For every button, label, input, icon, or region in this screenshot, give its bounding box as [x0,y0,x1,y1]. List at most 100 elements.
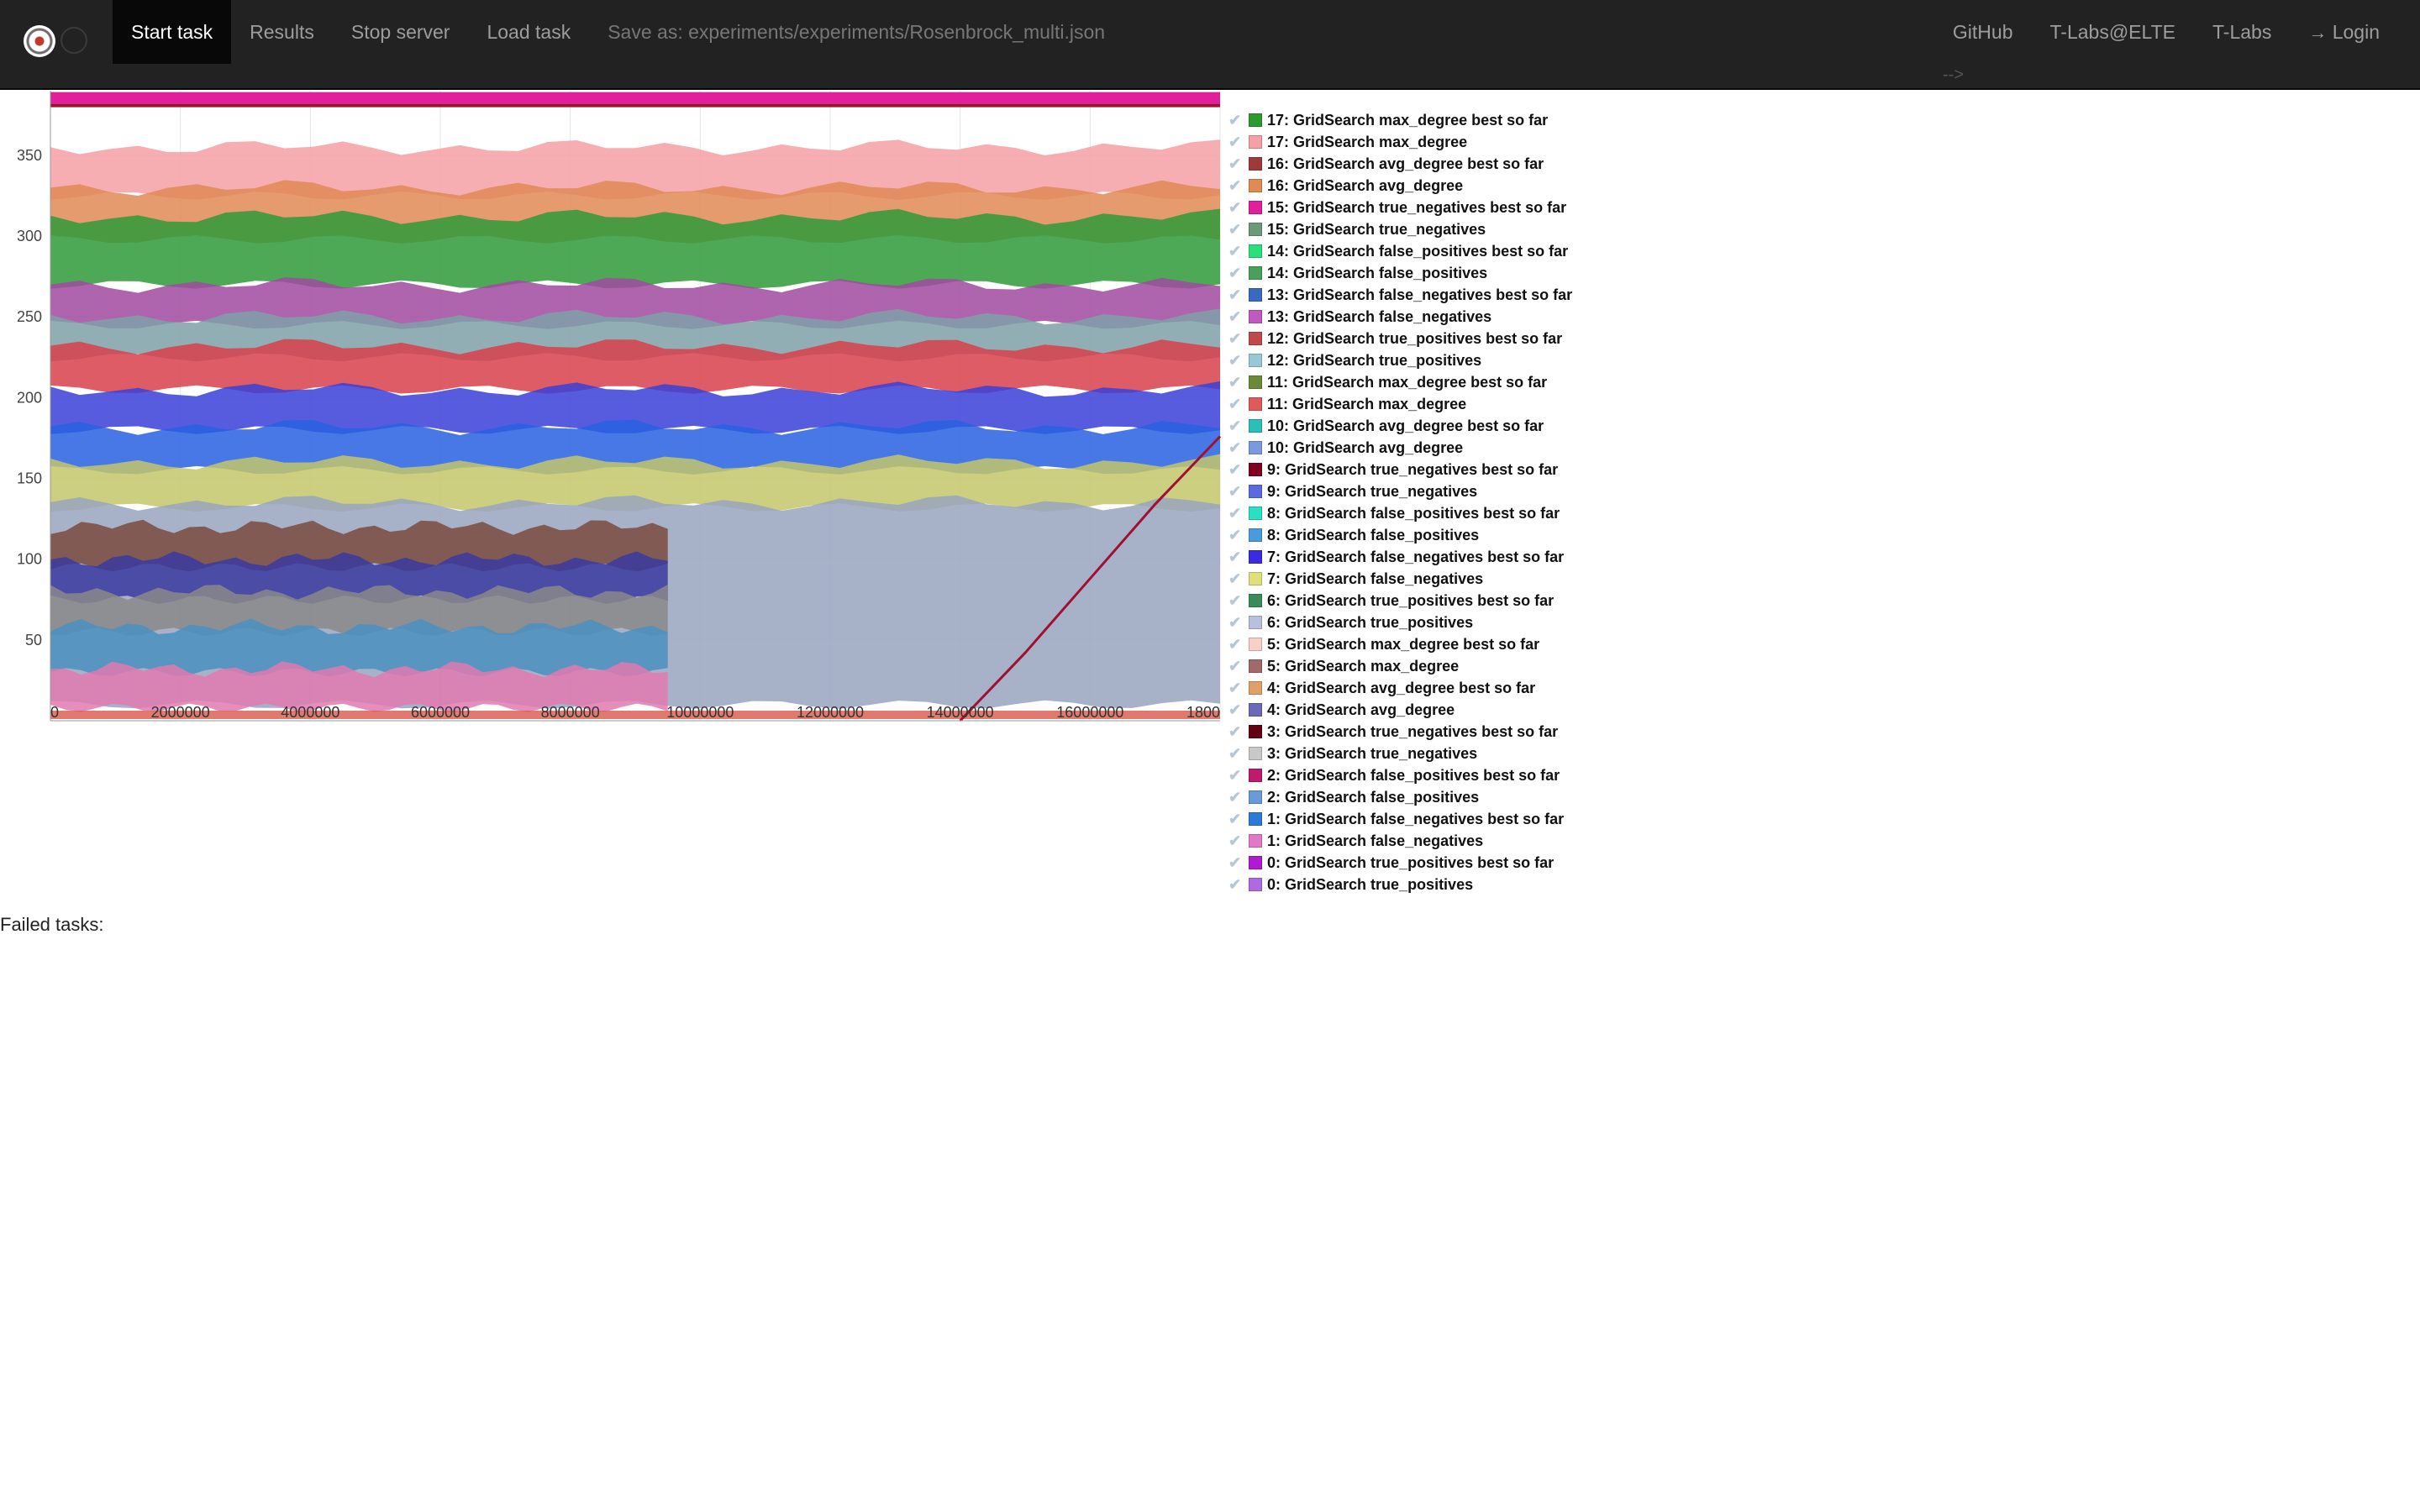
legend-swatch [1249,354,1262,367]
legend-swatch [1249,485,1262,498]
legend-item[interactable]: ✔ 16: GridSearch avg_degree [1228,175,1581,197]
legend-item[interactable]: ✔9: GridSearch true_negatives best so fa… [1228,459,1581,480]
legend-item[interactable]: ✔9: GridSearch true_negatives [1228,480,1581,502]
legend-item[interactable]: ✔15: GridSearch true_negatives best so f… [1228,197,1581,218]
legend-item[interactable]: ✔3: GridSearch true_negatives best so fa… [1228,721,1581,743]
checkmark-icon: ✔ [1228,264,1242,281]
legend-label: 4: GridSearch avg_degree [1267,701,1455,718]
legend-label: 0: GridSearch true_positives best so far [1267,853,1555,871]
legend-item[interactable]: ✔1: GridSearch false_negatives [1228,830,1581,852]
legend-item[interactable]: ✔5: GridSearch max_degree best so far [1228,633,1581,655]
checkmark-icon: ✔ [1228,657,1242,675]
legend-item[interactable]: ✔4: GridSearch avg_degree [1228,699,1581,721]
legend-item[interactable]: ✔12: GridSearch true_positives [1228,349,1581,371]
legend-item[interactable]: ✔7: GridSearch false_negatives [1228,568,1581,590]
checkmark-icon: ✔ [1228,438,1242,456]
legend-item[interactable]: ✔ 10: GridSearch avg_degree [1228,437,1581,459]
nav-start-task[interactable]: Start task [113,0,232,64]
legend-item[interactable]: ✔8: GridSearch false_positives best so f… [1228,502,1581,524]
legend-swatch [1249,856,1262,869]
legend-item[interactable]: ✔7: GridSearch false_negatives best so f… [1228,546,1581,568]
legend-item[interactable]: ✔3: GridSearch true_negatives [1228,743,1581,764]
legend-swatch [1249,812,1262,826]
legend-swatch [1249,201,1262,214]
y-tick-label: 350 [17,147,42,164]
legend-item[interactable]: ✔13: GridSearch false_negatives best so … [1228,284,1581,306]
legend-item[interactable]: ✔15: GridSearch true_negatives [1228,218,1581,240]
legend-item[interactable]: ✔14: GridSearch false_positives [1228,262,1581,284]
legend-label: 17: GridSearch max_degree [1267,133,1468,150]
legend-item[interactable]: ✔6: GridSearch true_positives best so fa… [1228,590,1581,612]
legend-swatch [1249,135,1262,149]
legend-item[interactable]: ✔8: GridSearch false_positives [1228,524,1581,546]
legend-item[interactable]: ✔2: GridSearch false_positives best so f… [1228,764,1581,786]
legend-item[interactable]: ✔17: GridSearch max_degree best so far [1228,109,1581,131]
nav-load-task[interactable]: Load task [487,21,571,43]
legend-item[interactable]: ✔ 0: GridSearch true_positives best so fa… [1228,852,1581,874]
y-tick-label: 100 [17,551,42,568]
checkmark-icon: ✔ [1228,482,1242,500]
nav-stop-server[interactable]: Stop server [350,21,450,43]
checkmark-icon: ✔ [1228,176,1242,194]
legend-item[interactable]: ✔11: GridSearch max_degree best so far [1228,371,1581,393]
legend-item[interactable]: ✔4: GridSearch avg_degree best so far [1228,677,1581,699]
legend-swatch [1249,507,1262,520]
legend-swatch [1249,572,1262,585]
y-tick-label: 200 [17,389,42,406]
legend-item[interactable]: ✔11: GridSearch max_degree [1228,393,1581,415]
nav-tlabs[interactable]: T-Labs [2212,21,2272,43]
bottom-series-strip [50,711,1220,719]
legend-label: 16: GridSearch avg_degree [1267,176,1464,194]
legend-label: 10: GridSearch avg_degree [1267,438,1464,456]
login-label: Login [2332,21,2380,43]
checkmark-icon: ✔ [1228,155,1242,172]
checkmark-icon: ✔ [1228,111,1242,129]
legend-item[interactable]: ✔12: GridSearch true_positives best so f… [1228,328,1581,349]
legend-item[interactable]: ✔ 5: GridSearch max_degree [1228,655,1581,677]
rising-curve [959,435,1222,722]
legend-label: 5: GridSearch max_degree [1267,657,1460,675]
legend-swatch [1249,310,1262,323]
legend-swatch [1249,725,1262,738]
legend-label: 13: GridSearch false_negatives best so f… [1267,286,1573,303]
x-tick-label: 4000000 [281,704,339,721]
checkmark-icon: ✔ [1228,613,1242,631]
legend-label: 6: GridSearch true_positives [1267,613,1474,631]
legend-swatch [1249,332,1262,345]
legend-item[interactable]: ✔13: GridSearch false_negatives [1228,306,1581,328]
legend-item[interactable]: ✔1: GridSearch false_negatives best so f… [1228,808,1581,830]
nav-tlabs-elte[interactable]: T-Labs@ELTE [2049,21,2175,43]
top-series-band [50,92,1220,104]
legend-swatch [1249,769,1262,782]
legend-label: 15: GridSearch true_negatives [1267,220,1486,238]
legend-label: 12: GridSearch true_positives best so fa… [1267,329,1563,347]
series-band [50,454,1220,512]
legend-swatch [1249,747,1262,760]
nav-github[interactable]: GitHub [1952,21,2013,43]
legend-label: 3: GridSearch true_negatives [1267,744,1478,762]
legend-swatch [1249,681,1262,695]
legend-item[interactable]: ✔ 17: GridSearch max_degree [1228,131,1581,153]
checkmark-icon: ✔ [1228,679,1242,696]
legend-item[interactable]: ✔2: GridSearch false_positives [1228,786,1581,808]
legend-item[interactable]: ✔10: GridSearch avg_degree best so far [1228,415,1581,437]
nav-login[interactable]: → Login [2290,0,2398,64]
checkmark-icon: ✔ [1228,133,1242,150]
checkmark-icon: ✔ [1228,307,1242,325]
checkmark-icon: ✔ [1228,242,1242,260]
series-band [50,208,1220,289]
legend-item[interactable]: ✔ 6: GridSearch true_positives [1228,612,1581,633]
legend-item[interactable]: ✔0: GridSearch true_positives [1228,874,1581,895]
legend-item[interactable]: ✔16: GridSearch avg_degree best so far [1228,153,1581,175]
top-series-line [50,103,1220,108]
left-series-block [50,661,668,712]
legend-item[interactable]: ✔14: GridSearch false_positives best so … [1228,240,1581,262]
legend-swatch [1249,266,1262,280]
x-tick-label: 14000000 [927,704,994,721]
y-tick-label: 300 [17,228,42,244]
brand-logo[interactable] [20,18,91,60]
nav-results[interactable]: Results [250,21,314,43]
checkmark-icon: ✔ [1228,853,1242,871]
legend-label: 12: GridSearch true_positives [1267,351,1482,369]
x-tick-label: 1800 [1186,704,1220,721]
